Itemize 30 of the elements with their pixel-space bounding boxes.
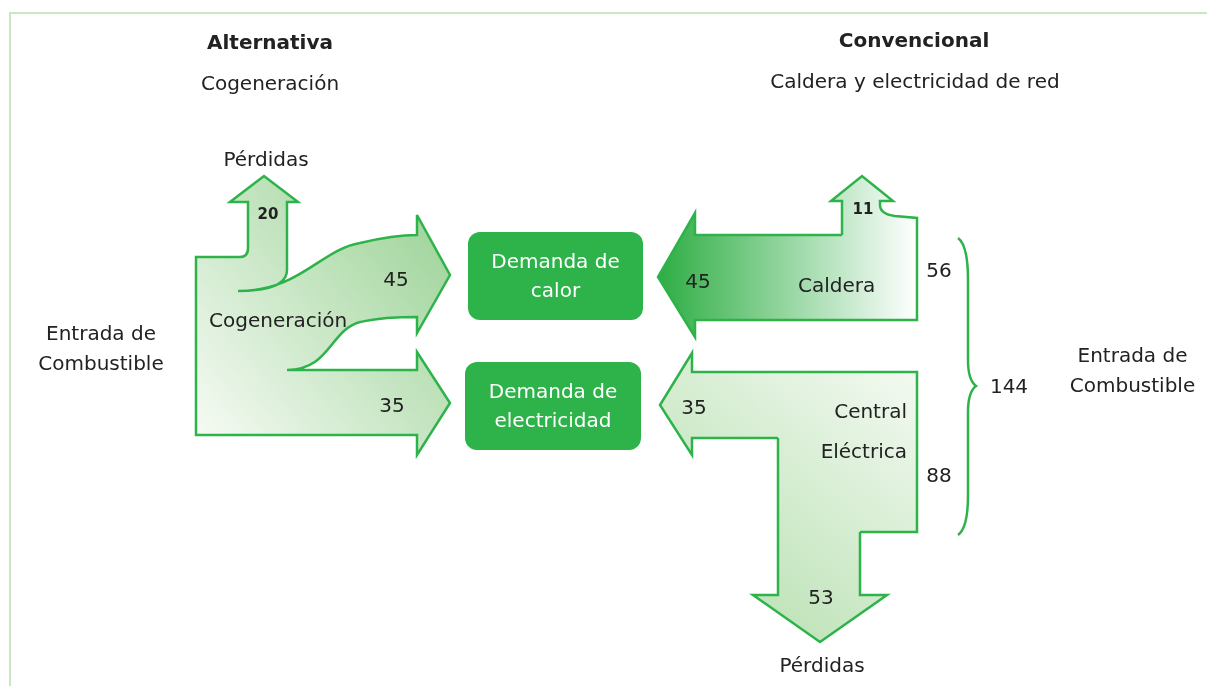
edge-label: 20 xyxy=(256,204,280,225)
edge-label: 45 xyxy=(382,266,410,292)
flow-arrow xyxy=(358,347,452,460)
output-label: Pérdidas xyxy=(770,652,874,680)
quantity-label: 144 xyxy=(988,373,1030,399)
section-title: Convencional xyxy=(837,27,991,53)
section-subtitle: Caldera y electricidad de red xyxy=(769,68,1061,94)
flow-arrow xyxy=(656,208,788,342)
edge-label: 35 xyxy=(680,394,708,420)
input-label: Entrada de Combustible xyxy=(37,320,165,377)
section-title: Alternativa xyxy=(206,29,334,55)
demand-box: Demanda de calor xyxy=(468,232,643,320)
input-label: Entrada de Combustible xyxy=(1068,342,1197,399)
flow-band: Cogeneración xyxy=(196,235,360,435)
flow-arrow xyxy=(358,213,452,335)
flow-band: Central Eléctrica xyxy=(778,372,917,532)
demand-box: Demanda de electricidad xyxy=(465,362,641,450)
edge-label: 11 xyxy=(851,199,875,220)
quantity-label: 88 xyxy=(925,462,953,488)
edge-label: 35 xyxy=(378,392,406,418)
edge-label: 45 xyxy=(684,268,712,294)
edge-label: 53 xyxy=(807,584,835,610)
output-label: Pérdidas xyxy=(216,146,316,174)
flow-arrow xyxy=(749,530,891,644)
flow-band: Caldera xyxy=(786,235,917,320)
section-subtitle: Cogeneración xyxy=(199,70,341,96)
flow-arrow xyxy=(829,174,919,237)
flow-arrow xyxy=(226,174,302,237)
quantity-label: 56 xyxy=(925,257,953,283)
flow-arrow xyxy=(658,348,780,460)
